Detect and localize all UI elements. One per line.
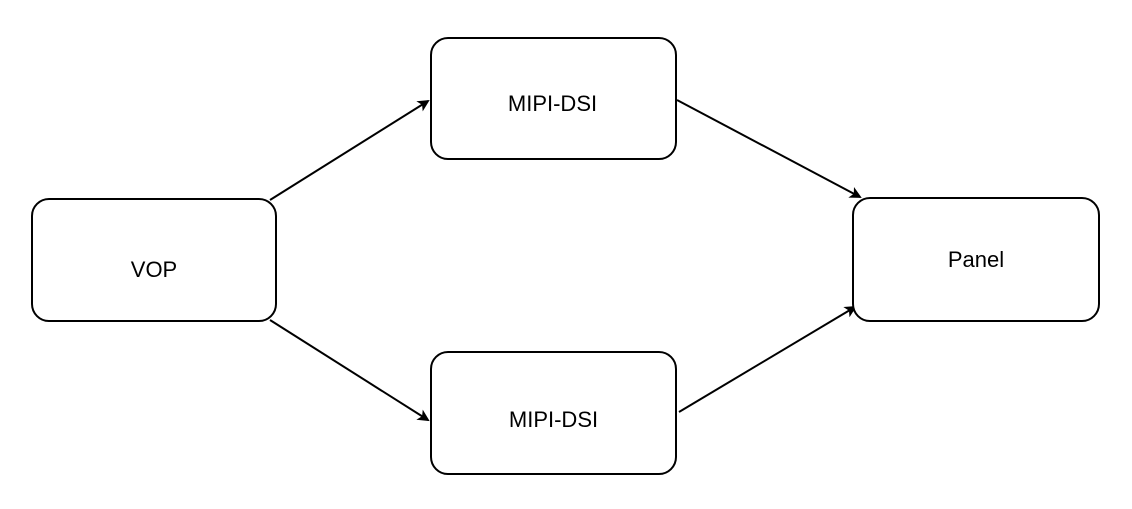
edge-vop-to-mipi-top xyxy=(269,99,430,201)
edge-vop-to-mipi-bottom xyxy=(269,319,430,422)
edge-mipi-top-to-panel xyxy=(676,99,862,198)
node-vop: VOP xyxy=(31,198,277,322)
edge-mipi-bottom-to-panel xyxy=(678,305,857,413)
node-panel-label: Panel xyxy=(947,246,1005,272)
node-vop-label: VOP xyxy=(130,257,178,282)
node-mipi-dsi-bottom: MIPI-DSI xyxy=(430,351,677,475)
node-mipi-dsi-top: MIPI-DSI xyxy=(430,37,677,160)
node-panel: Panel xyxy=(852,197,1100,322)
node-mipi-dsi-bottom-label: MIPI-DSI xyxy=(508,407,599,432)
node-mipi-dsi-top-label: MIPI-DSI xyxy=(507,90,598,116)
